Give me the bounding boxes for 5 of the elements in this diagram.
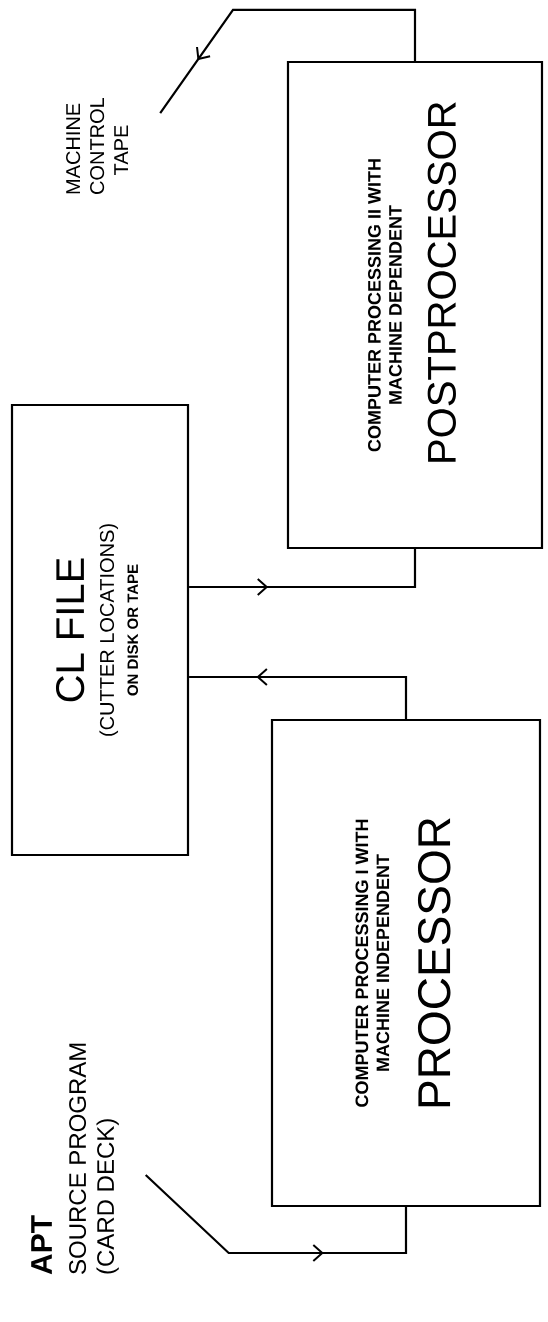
process-box: COMPUTER PROCESSING I WITH MACHINE INDEPENDENT PROCESSOR: [270, 718, 542, 1208]
output-label: MACHINE CONTROL TAPE: [66, 97, 128, 194]
file-box: CL FILE (CUTTER LOCATIONS) ON DISK OR TAPE: [10, 403, 190, 857]
process-box: COMPUTER PROCESSING II WITH MACHINE DEPENDENT POSTPROCESSOR: [286, 60, 544, 550]
input-label: APT SOURCE PROGRAM (CARD DECK): [31, 1043, 119, 1275]
